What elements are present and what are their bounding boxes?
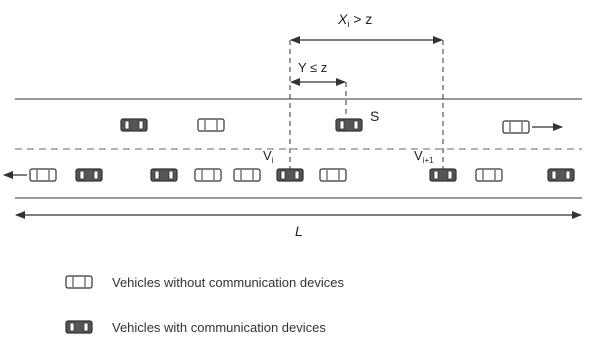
vehicle-without-device (194, 168, 222, 182)
y-le-z-label: Y ≤ z (298, 60, 327, 75)
vehicle-with-device (75, 168, 103, 182)
vehicle-without-device (197, 118, 225, 132)
vehicle-with-device (547, 168, 575, 182)
vehicle-with-device-vi (276, 168, 304, 182)
vehicle-without-device-icon (65, 275, 93, 289)
length-label: L (295, 223, 303, 239)
legend-row-without: Vehicles without communication devices (62, 272, 344, 292)
legend-label-without: Vehicles without communication devices (112, 274, 344, 290)
vehicle-without-device (319, 168, 347, 182)
vi1-label: Vi+1 (414, 148, 434, 165)
vehicle-with-device (120, 118, 148, 132)
xi-gt-z-label: Xi > z (337, 11, 372, 29)
legend-label-with: Vehicles with communication devices (112, 319, 326, 335)
vi-label: Vi (263, 148, 274, 165)
vehicle-with-device-vi1 (429, 168, 457, 182)
vehicle-with-device-icon (65, 320, 93, 334)
vehicle-with-device (150, 168, 178, 182)
s-label: S (370, 108, 379, 124)
vehicle-without-device (29, 168, 57, 182)
vehicle-with-device (335, 118, 363, 132)
legend-row-with: Vehicles with communication devices (62, 317, 326, 337)
vehicle-without-device (475, 168, 503, 182)
vehicle-without-device (233, 168, 261, 182)
vehicle-without-device (502, 120, 530, 134)
